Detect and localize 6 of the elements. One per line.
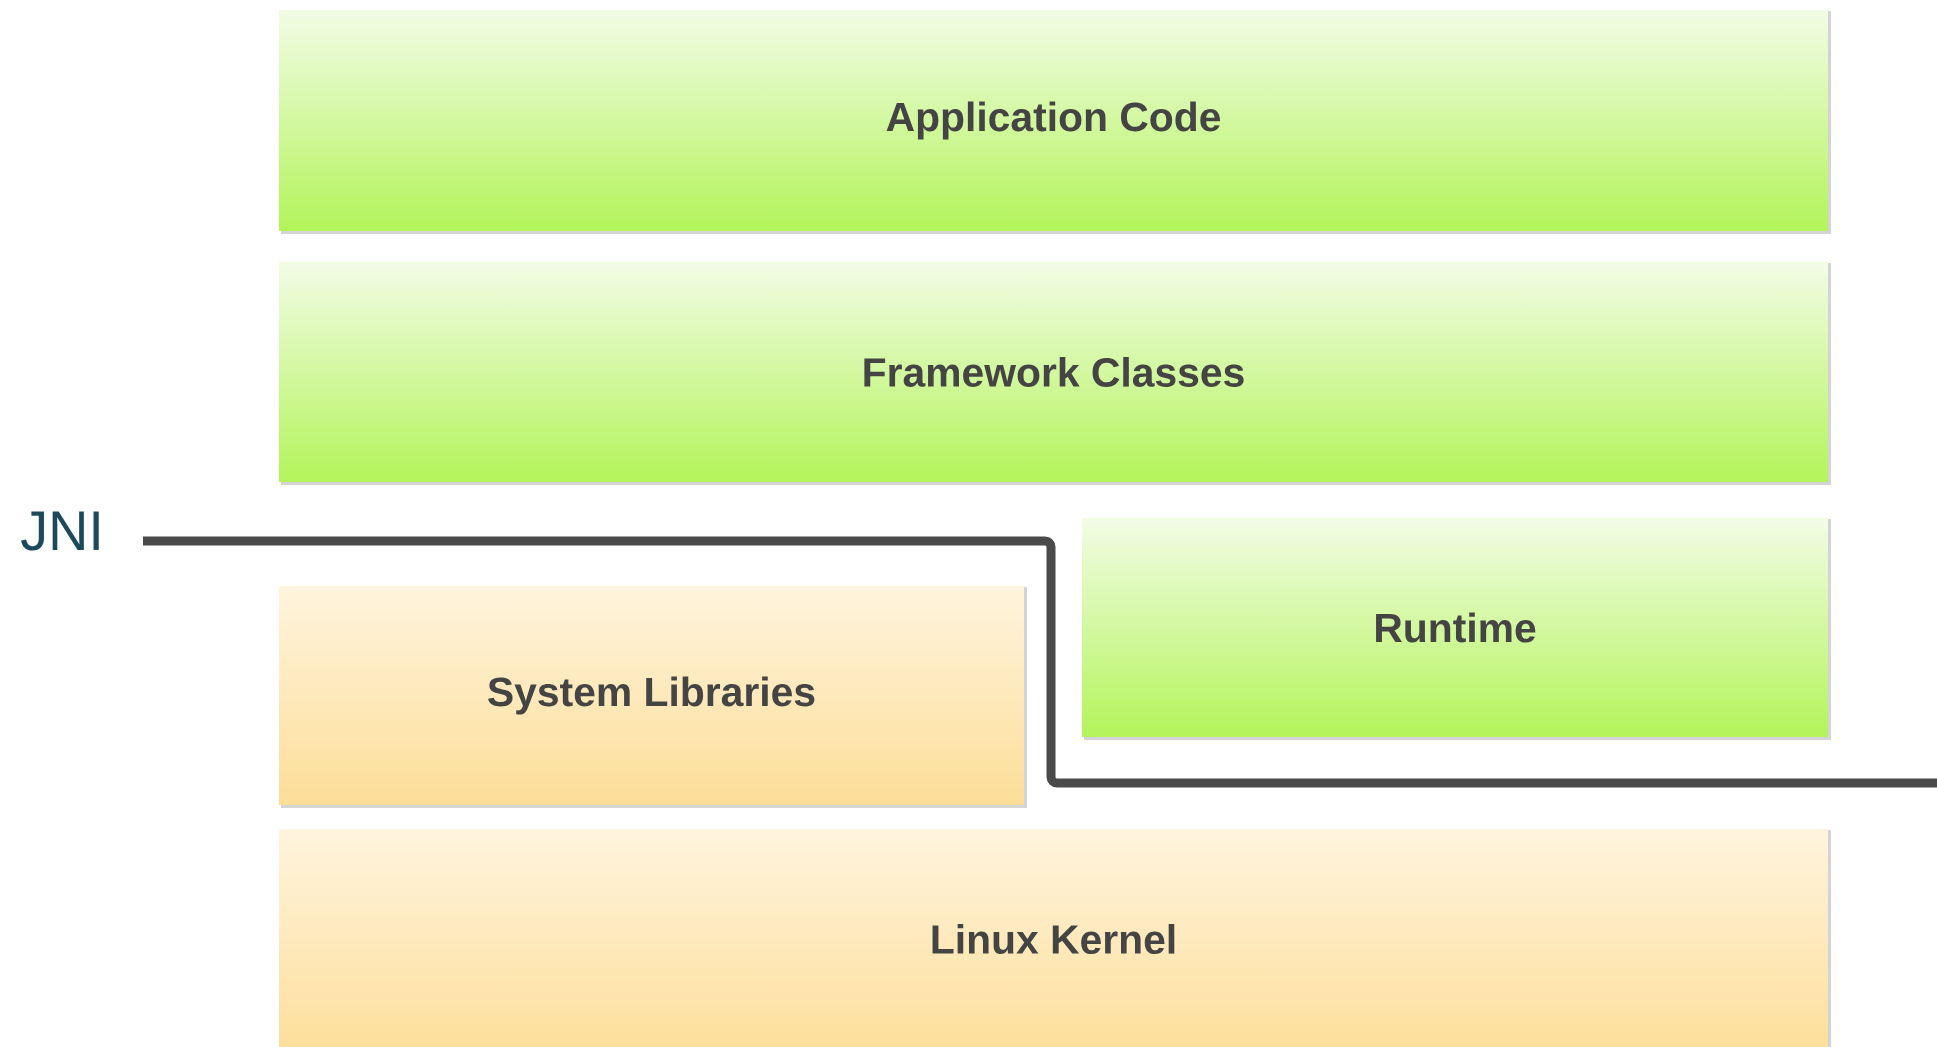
layer-box: Linux Kernel [279,829,1831,1047]
layer-box: System Libraries [279,586,1027,808]
interface-label: JNI [21,511,99,551]
layer-box: Application Code [279,10,1831,234]
layer-box: Framework Classes [279,262,1831,485]
layer-box: Runtime [1082,518,1831,740]
